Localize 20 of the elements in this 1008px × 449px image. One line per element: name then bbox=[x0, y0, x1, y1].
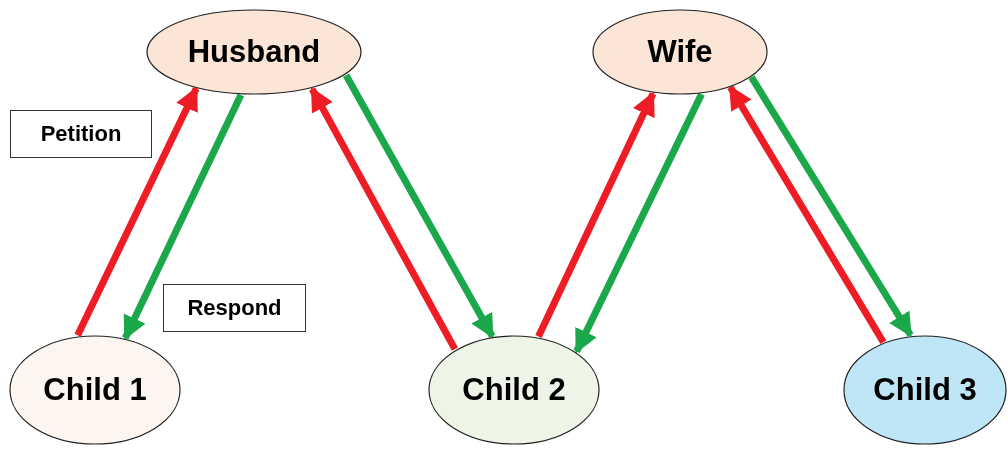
person-ellipse bbox=[428, 335, 600, 445]
person-name: Child 3 bbox=[873, 372, 977, 408]
arrow bbox=[748, 75, 914, 338]
person-name: Child 2 bbox=[462, 372, 566, 408]
arrow bbox=[122, 93, 245, 341]
person-name: Child 1 bbox=[43, 372, 147, 408]
person-name: Wife bbox=[647, 34, 713, 70]
arrow bbox=[573, 92, 705, 354]
arrow bbox=[535, 91, 657, 338]
action-label: Respond bbox=[163, 284, 306, 332]
arrow bbox=[74, 86, 200, 337]
person-name: Husband bbox=[187, 34, 321, 70]
arrow bbox=[309, 87, 458, 351]
person-ellipse bbox=[843, 335, 1007, 445]
person-ellipse bbox=[592, 9, 768, 95]
arrow bbox=[343, 73, 496, 339]
arrow bbox=[727, 85, 887, 345]
action-label: Petition bbox=[10, 110, 152, 158]
person-ellipse bbox=[9, 335, 181, 445]
person-ellipse bbox=[146, 9, 362, 95]
